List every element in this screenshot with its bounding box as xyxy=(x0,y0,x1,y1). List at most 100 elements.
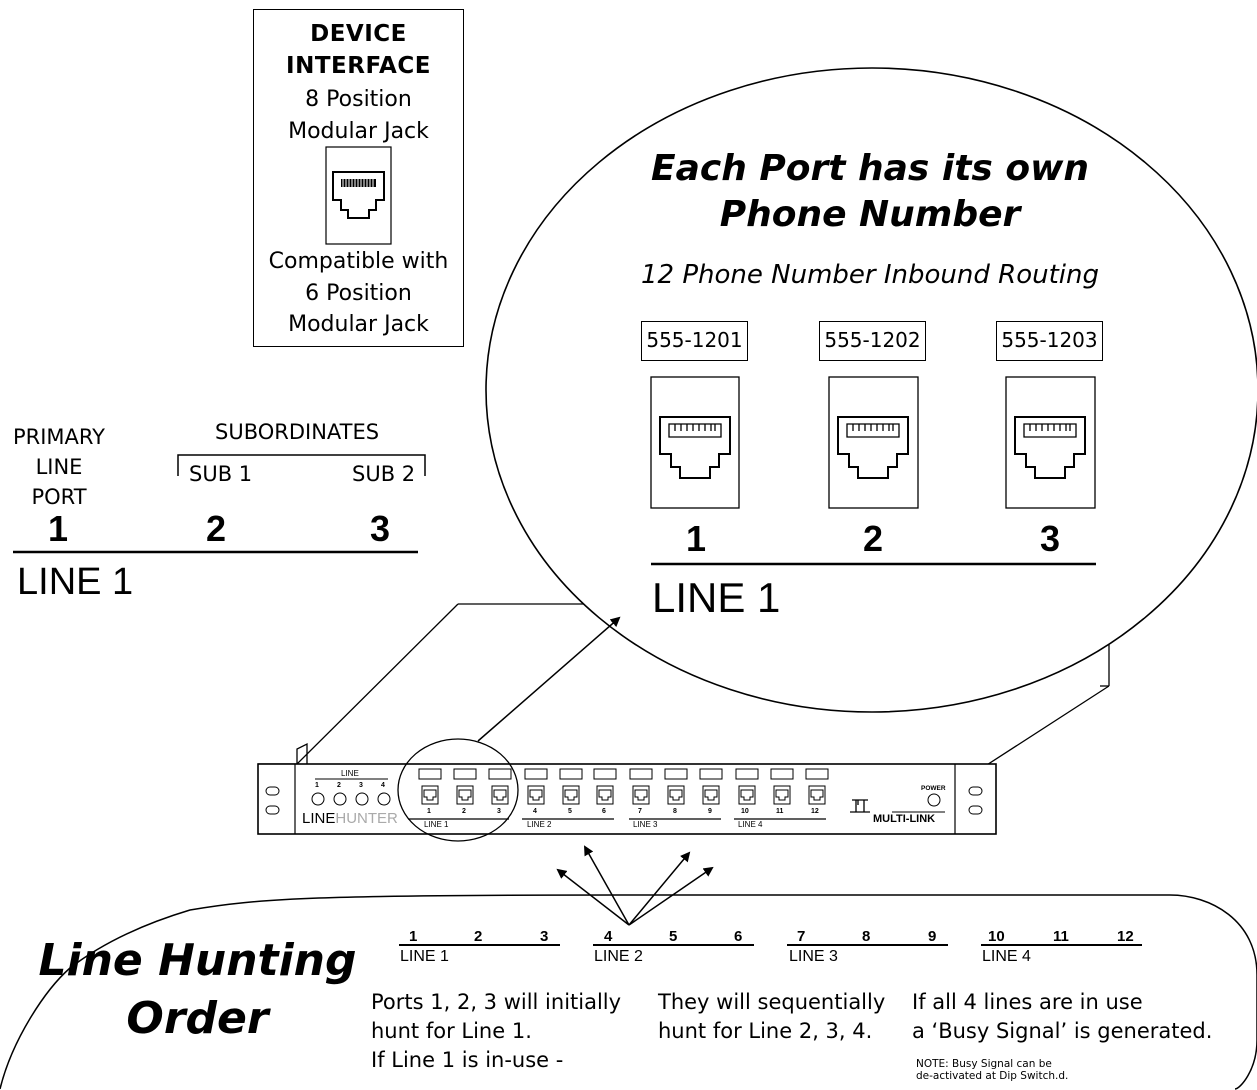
panel-led-num-2: 2 xyxy=(337,782,341,789)
hunt-port-4: 4 xyxy=(604,928,613,945)
device-interface-compat-2: 6 Position xyxy=(305,281,412,306)
panel-port-11: 11 xyxy=(776,808,784,815)
hunt-line1-label: LINE 1 xyxy=(400,948,449,965)
panel-brand-line: LINE xyxy=(302,810,336,827)
hunt-desc-1-line-3: If Line 1 is in-use - xyxy=(371,1048,564,1072)
busy-signal-note-line-2: de-activated at Dip Switch.d. xyxy=(916,1070,1069,1082)
callout-ellipse xyxy=(485,67,1257,713)
hunt-port-12: 12 xyxy=(1117,928,1134,945)
callout-title: Each Port has its own Phone Number xyxy=(600,146,1140,238)
multilink-logo-text: MULTI-LINK xyxy=(873,813,936,825)
power-label: POWER xyxy=(921,785,946,792)
hunt-port-3: 3 xyxy=(540,928,549,945)
callout-jack-3 xyxy=(1005,376,1096,509)
callout-jack-2 xyxy=(828,376,919,509)
port-number-1: 1 xyxy=(48,508,69,549)
primary-label-3: PORT xyxy=(31,485,87,509)
phone-number-tag-1: 555-1201 xyxy=(641,321,748,361)
panel-port-12: 12 xyxy=(811,808,819,815)
zoom-arrow xyxy=(477,616,621,742)
panel-port-1: 1 xyxy=(427,808,431,815)
hunt-desc-3: If all 4 lines are in use a ‘Busy Signal… xyxy=(912,988,1212,1046)
panel-group-line2: LINE 2 xyxy=(527,820,552,829)
port-number-3: 3 xyxy=(370,508,391,549)
panel-port-8: 8 xyxy=(673,808,677,815)
hunting-banner xyxy=(0,894,1257,1090)
device-interface-compat-1: Compatible with xyxy=(268,249,449,274)
sub1-label: SUB 1 xyxy=(189,462,253,486)
panel-led-num-4: 4 xyxy=(381,782,385,789)
hunt-line4-label: LINE 4 xyxy=(982,948,1031,965)
callout-port-number-1: 1 xyxy=(686,518,707,559)
panel-port-4: 4 xyxy=(533,808,537,815)
hunt-desc-2-line-2: hunt for Line 2, 3, 4. xyxy=(658,1019,873,1043)
panel-port-2: 2 xyxy=(462,808,466,815)
busy-signal-note: NOTE: Busy Signal can be de-activated at… xyxy=(916,1058,1068,1082)
hunt-port-5: 5 xyxy=(669,928,678,945)
port-number-2: 2 xyxy=(206,508,227,549)
hunting-arrows xyxy=(556,845,714,926)
panel-group-line4: LINE 4 xyxy=(738,820,763,829)
hunt-port-8: 8 xyxy=(862,928,871,945)
hunt-line2-label: LINE 2 xyxy=(594,948,643,965)
hunt-desc-1-line-2: hunt for Line 1. xyxy=(371,1019,532,1043)
phone-number-tag-3: 555-1203 xyxy=(996,321,1103,361)
panel-led-num-3: 3 xyxy=(359,782,363,789)
device-interface-title-2: INTERFACE xyxy=(286,53,431,79)
sub2-label: SUB 2 xyxy=(352,462,416,486)
device-interface-spec-1: 8 Position xyxy=(305,87,412,112)
primary-label-1: PRIMARY xyxy=(12,425,105,449)
panel-port-6: 6 xyxy=(602,808,606,815)
hunt-desc-3-line-1: If all 4 lines are in use xyxy=(912,990,1143,1014)
panel-brand: LINEHUNTER xyxy=(302,810,398,827)
hunt-desc-1: Ports 1, 2, 3 will initially hunt for Li… xyxy=(371,988,621,1075)
hunt-line3-label: LINE 3 xyxy=(789,948,838,965)
panel-line-header: LINE xyxy=(341,769,359,778)
hunting-title-line-1: Line Hunting xyxy=(38,935,357,986)
subordinates-label: SUBORDINATES xyxy=(215,420,380,444)
panel-group-line3: LINE 3 xyxy=(633,820,658,829)
hunting-title-line-2: Order xyxy=(126,993,269,1044)
hunt-desc-1-line-1: Ports 1, 2, 3 will initially xyxy=(371,990,622,1014)
callout-subtitle: 12 Phone Number Inbound Routing xyxy=(641,260,1099,290)
primary-line-port-label: PRIMARY LINE PORT xyxy=(5,422,113,512)
rack-panel xyxy=(257,742,997,835)
hunt-desc-3-line-2: a ‘Busy Signal’ is generated. xyxy=(912,1019,1213,1043)
panel-port-7: 7 xyxy=(638,808,642,815)
hunt-port-1: 1 xyxy=(409,928,418,945)
hunt-port-10: 10 xyxy=(988,928,1005,945)
panel-jacks xyxy=(418,768,829,805)
hunt-port-6: 6 xyxy=(734,928,743,945)
hunt-port-7: 7 xyxy=(797,928,806,945)
callout-title-line-1: Each Port has its own xyxy=(650,148,1089,189)
panel-brand-hunter: HUNTER xyxy=(335,810,398,827)
panel-port-9: 9 xyxy=(708,808,712,815)
device-interface-spec-2: Modular Jack xyxy=(288,119,429,144)
panel-port-10: 10 xyxy=(741,808,749,815)
line1-label-callout: LINE 1 xyxy=(652,574,781,621)
phone-number-tag-2: 555-1202 xyxy=(819,321,926,361)
callout-port-number-3: 3 xyxy=(1040,518,1061,559)
callout-port-number-2: 2 xyxy=(863,518,884,559)
device-interface-title-1: DEVICE xyxy=(310,21,407,47)
panel-line1-highlight xyxy=(397,738,519,842)
hunt-port-11: 11 xyxy=(1053,928,1069,945)
hunt-port-2: 2 xyxy=(474,928,483,945)
line1-label-left: LINE 1 xyxy=(17,561,134,603)
hunt-desc-2-line-1: They will sequentially xyxy=(658,990,886,1014)
device-interface-compat-3: Modular Jack xyxy=(288,312,429,337)
hunt-desc-2: They will sequentially hunt for Line 2, … xyxy=(658,988,885,1046)
panel-port-3: 3 xyxy=(497,808,501,815)
hunt-port-9: 9 xyxy=(928,928,937,945)
device-interface-box: DEVICE INTERFACE 8 Position Modular Jack… xyxy=(253,9,464,347)
panel-port-5: 5 xyxy=(568,808,572,815)
primary-label-2: LINE xyxy=(35,455,83,479)
callout-jack-1 xyxy=(650,376,740,509)
callout-title-line-2: Phone Number xyxy=(719,194,1021,235)
subordinates-bracket xyxy=(177,454,426,476)
busy-signal-note-line-1: NOTE: Busy Signal can be xyxy=(916,1058,1052,1070)
panel-led-num-1: 1 xyxy=(315,782,319,789)
hunting-title: Line Hunting Order xyxy=(25,932,370,1048)
panel-group-line1: LINE 1 xyxy=(424,820,449,829)
